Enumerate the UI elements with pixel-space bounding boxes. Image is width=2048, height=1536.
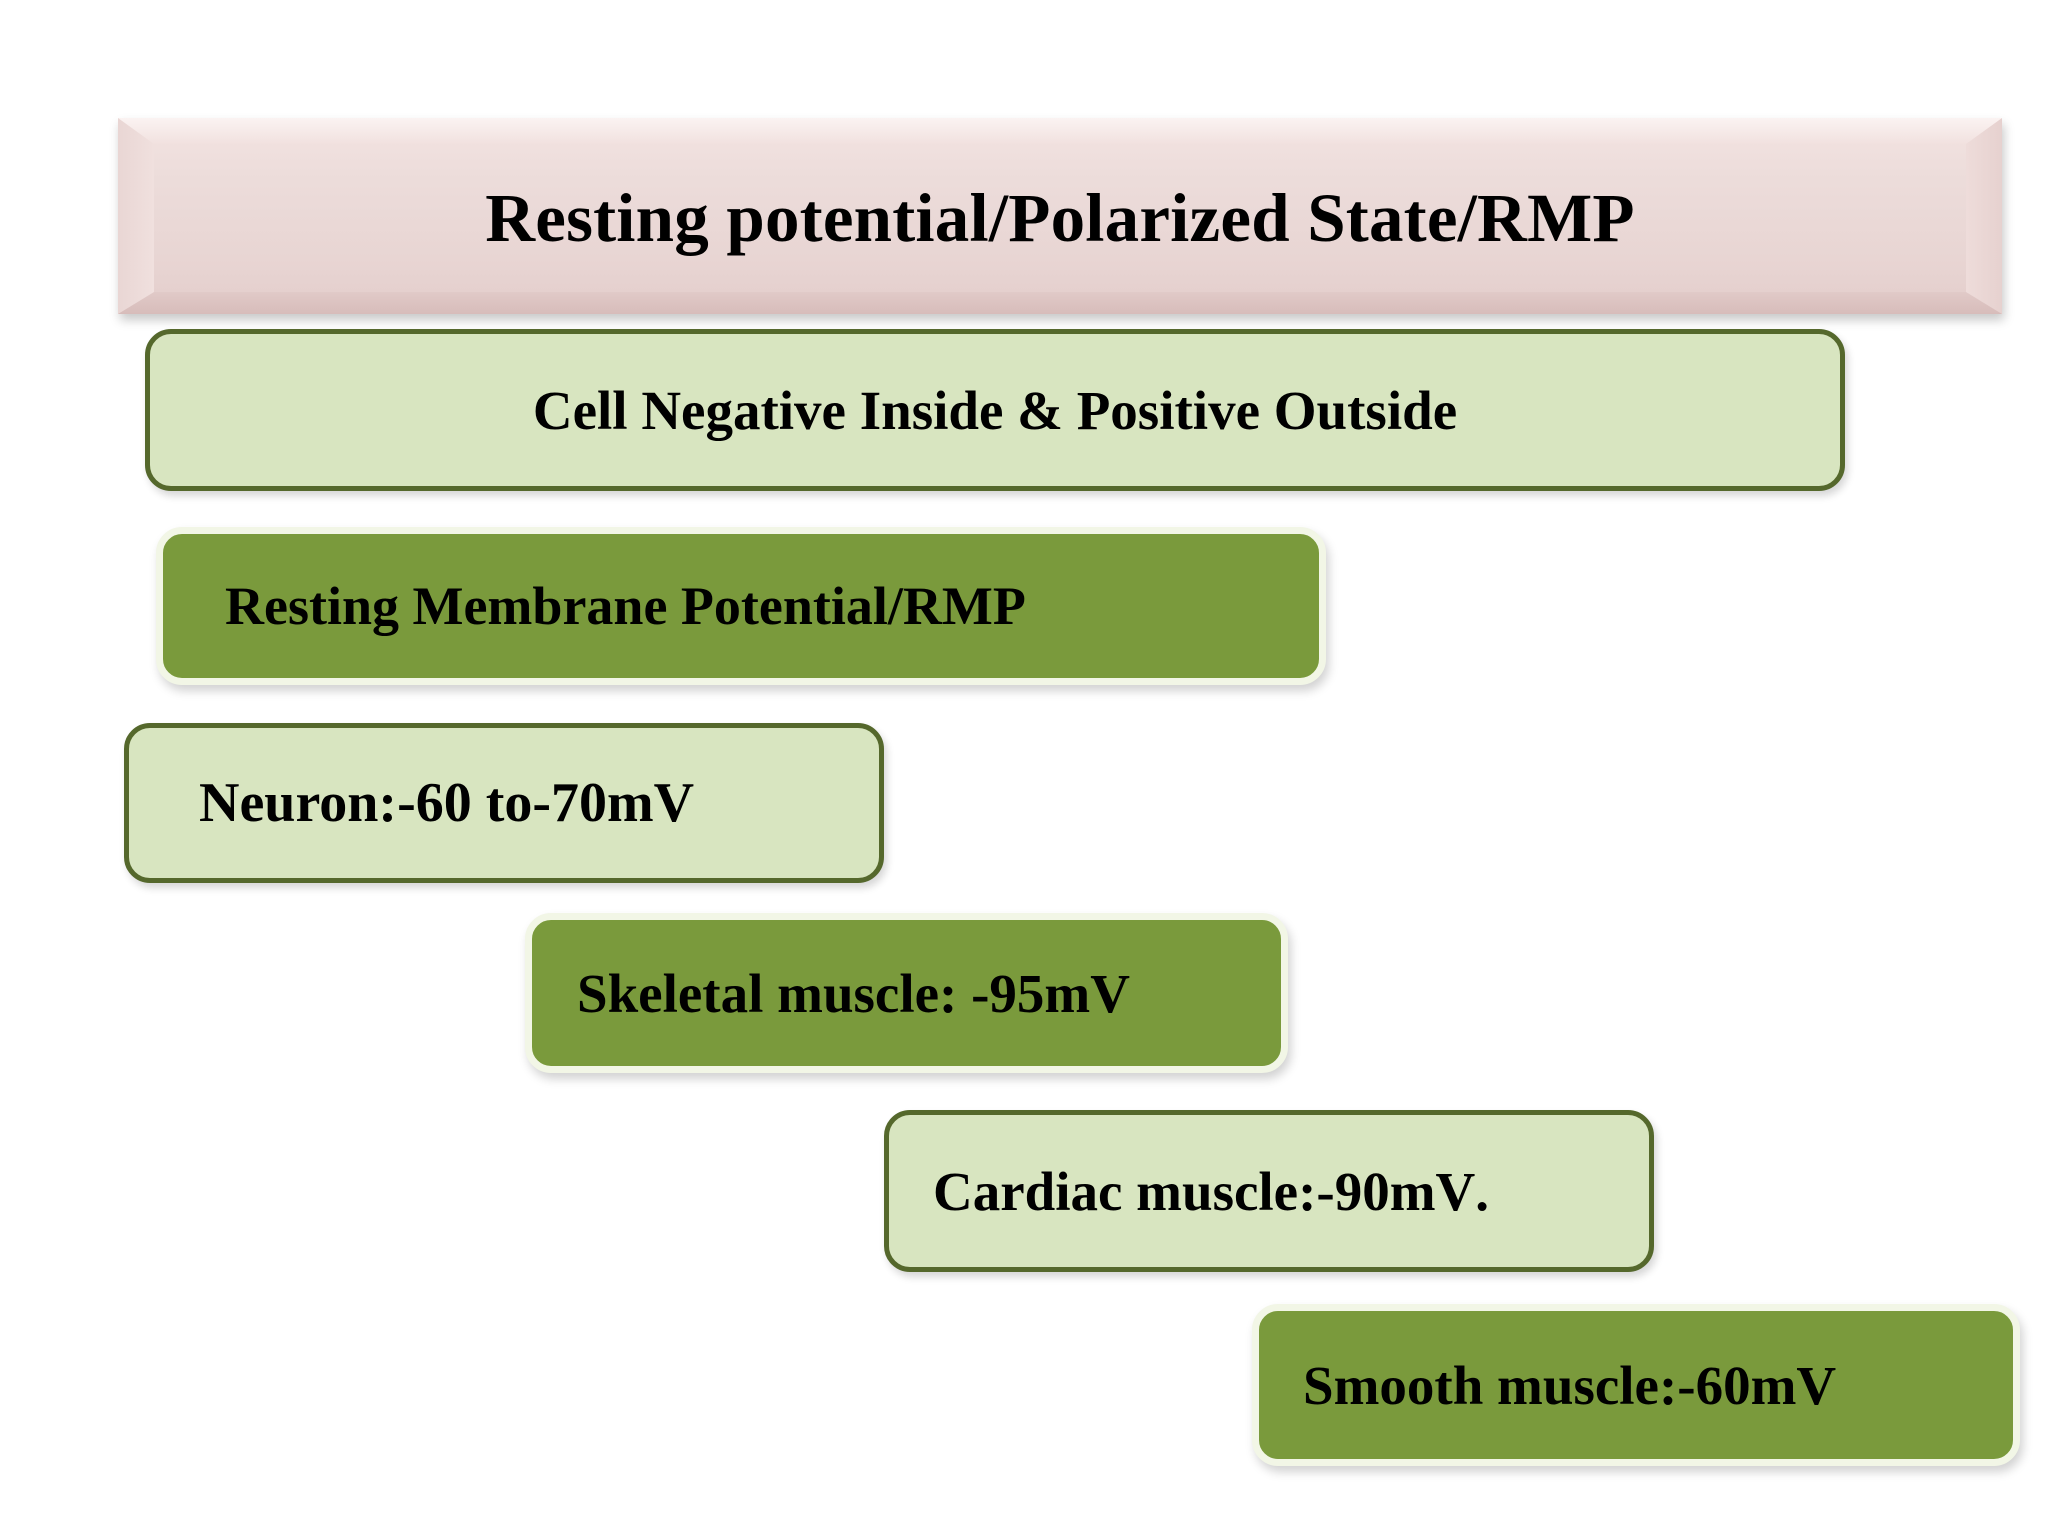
cascade-box-cardiac-muscle-label: Cardiac muscle:-90mV — [933, 1160, 1476, 1222]
cascade-box-neuron-label: Neuron:-60 to-70mV — [199, 772, 695, 834]
title-banner-right-bevel — [1966, 118, 2002, 314]
title-banner-top-bevel — [118, 118, 2002, 144]
cascade-box-cell-polarity-label: Cell Negative Inside & Positive Outside — [532, 379, 1458, 441]
cascade-box-rmp-label: Resting Membrane Potential/RMP — [225, 576, 1026, 636]
cascade-box-skeletal-muscle-label: Skeletal muscle: -95mV — [577, 962, 1130, 1024]
title-banner-left-bevel — [118, 118, 154, 314]
cascade-box-skeletal-muscle[interactable]: Skeletal muscle: -95mV — [525, 913, 1288, 1073]
cascade-box-smooth-muscle[interactable]: Smooth muscle:-60mV — [1252, 1304, 2020, 1466]
title-banner: Resting potential/Polarized State/RMP — [118, 118, 2002, 314]
slide-title: Resting potential/Polarized State/RMP — [485, 179, 1635, 256]
cascade-box-neuron[interactable]: Neuron:-60 to-70mV — [124, 723, 884, 883]
cascade-box-cardiac-muscle[interactable]: Cardiac muscle:-90mV. — [884, 1110, 1654, 1272]
cascade-box-cardiac-muscle-trailing-period: . — [1475, 1160, 1489, 1222]
cascade-box-rmp[interactable]: Resting Membrane Potential/RMP — [156, 527, 1326, 685]
title-banner-bottom-bevel — [118, 292, 2002, 314]
cascade-box-cell-polarity[interactable]: Cell Negative Inside & Positive Outside — [145, 329, 1845, 491]
cascade-box-smooth-muscle-label: Smooth muscle:-60mV — [1303, 1354, 1837, 1416]
